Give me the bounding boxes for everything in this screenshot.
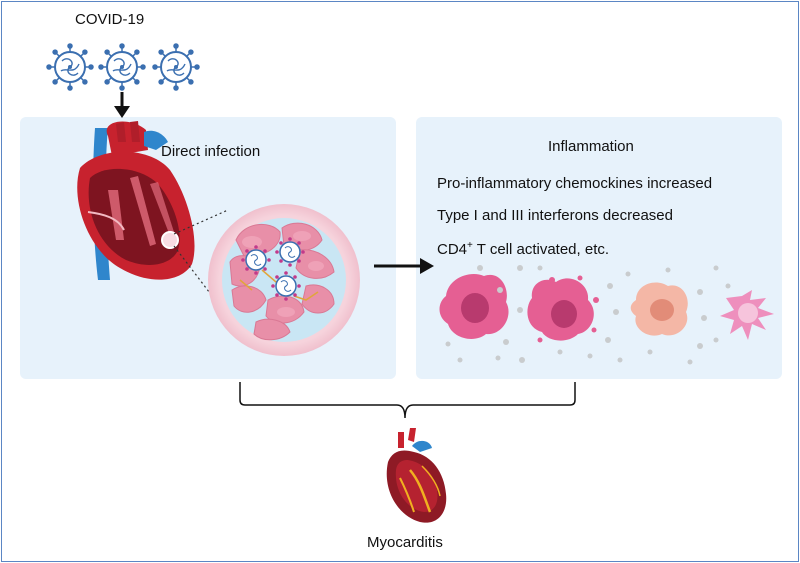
progression-arrow [374, 258, 434, 274]
immune-cell-icon [527, 275, 599, 343]
immune-cell-icon [630, 282, 688, 336]
immune-cell-icon [439, 274, 509, 339]
virus-group [46, 43, 200, 91]
virus-label: COVID-19 [75, 11, 145, 28]
myocarditis-heart-icon [386, 428, 447, 523]
t-cell-text-main: CD4 [437, 241, 468, 258]
chemokines-text: Pro-inflammatory chemockines increased [437, 175, 713, 192]
inflammation-title: Inflammation [548, 138, 634, 155]
zoom-lines [173, 209, 233, 323]
infection-arrow [114, 92, 130, 118]
myocarditis-label: Myocarditis [367, 534, 443, 551]
virus-icon [46, 43, 94, 91]
t-cell-text-rest: T cell activated, etc. [472, 241, 610, 258]
immune-cells [439, 265, 774, 365]
virus-icon [152, 43, 200, 91]
virus-icon [98, 43, 146, 91]
direct-infection-label: Direct infection [161, 143, 261, 160]
t-cell-text-sup: + [467, 240, 473, 251]
t-cell-text: CD4+ T cell activated, etc. [437, 240, 609, 258]
convergence-brace [239, 382, 576, 419]
immune-cell-icon [720, 290, 774, 340]
heart-icon [77, 121, 195, 280]
infected-tissue-icon [208, 204, 360, 356]
interferons-text: Type I and III interferons decreased [437, 207, 673, 224]
